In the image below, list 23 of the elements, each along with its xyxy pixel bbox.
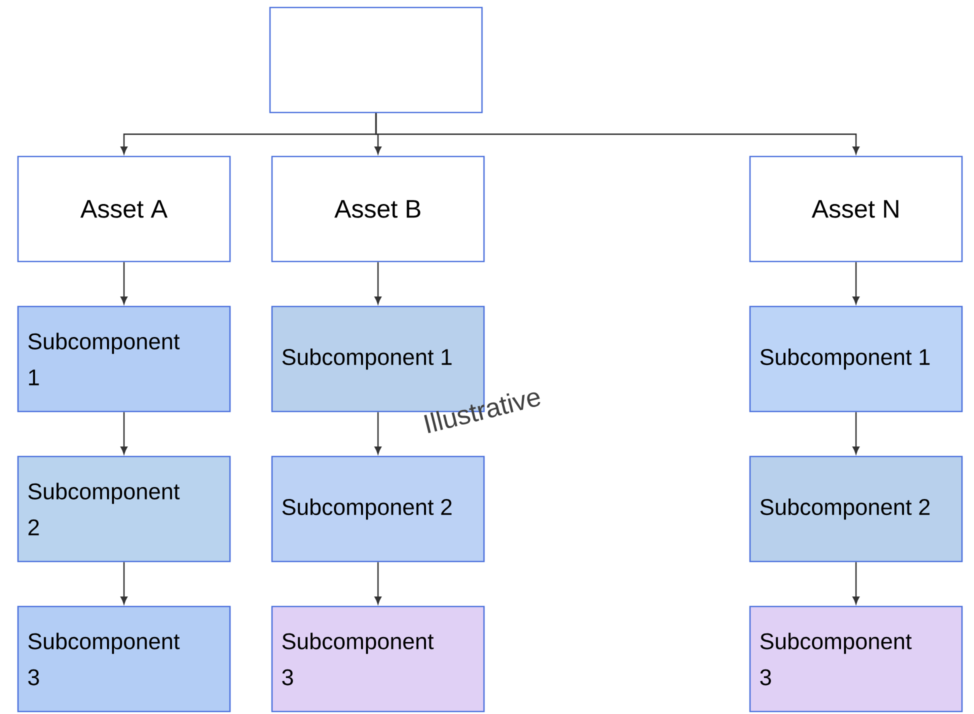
arrow	[374, 262, 382, 304]
empty-box	[269, 6, 483, 114]
component-box: Subcomponent 1	[17, 306, 231, 412]
asset-box: Asset N	[749, 156, 963, 262]
component-box: Subcomponent 2	[749, 456, 963, 562]
arrow	[374, 562, 382, 604]
asset-box: Asset B	[271, 156, 485, 262]
arrow	[120, 562, 128, 604]
component-box: Subcomponent 2	[271, 456, 485, 562]
arrow	[120, 262, 128, 304]
arrow	[120, 412, 128, 454]
arrow	[852, 562, 860, 604]
component-box: Subcomponent 1	[749, 306, 963, 412]
component-box: Subcomponent 2	[17, 456, 231, 562]
stamp-text: Illustrative	[424, 392, 540, 434]
component-box: Subcomponent 3	[749, 606, 963, 712]
component-box: Subcomponent 3	[271, 606, 485, 712]
arrow	[852, 412, 860, 454]
arrow	[852, 262, 860, 304]
asset-box: Asset A	[17, 156, 231, 262]
component-box: Subcomponent 3	[17, 606, 231, 712]
arrow	[374, 412, 382, 454]
arrow	[375, 113, 860, 154]
